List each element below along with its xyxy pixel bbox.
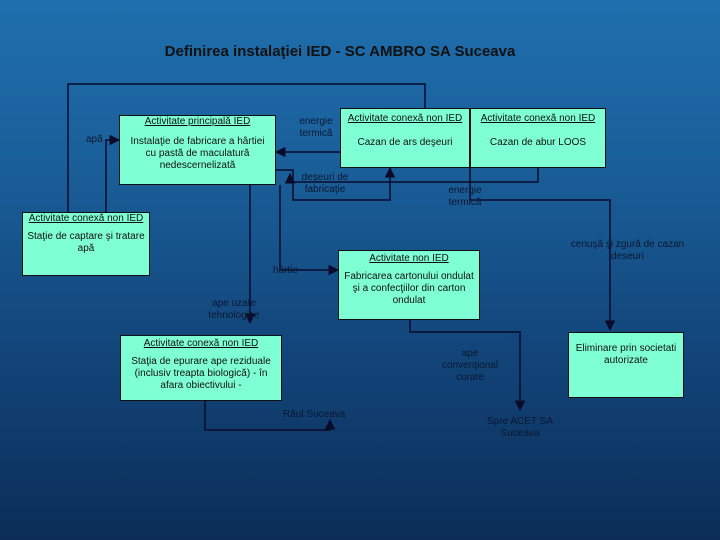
box-disposal: Eliminare prin societati autorizate <box>568 332 684 398</box>
waste-boiler-header: Activitate conexă non IED <box>347 113 463 124</box>
waste-boiler-body: Cazan de ars deşeuri <box>357 137 453 148</box>
box-treatment-station: Activitate conexă non IED Staţia de epur… <box>120 335 282 401</box>
disposal-body: Eliminare prin societati autorizate <box>575 343 677 366</box>
treatment-header: Activitate conexă non IED <box>143 338 259 349</box>
box-cardboard: Activitate non IED Fabricarea cartonului… <box>338 250 480 320</box>
connector-thermal-2 <box>284 166 539 184</box>
label-acet: Spre ACET SA Suceava <box>487 416 553 439</box>
connector-ash <box>469 168 616 332</box>
main-activity-header: Activitate principală IED <box>144 116 251 127</box>
box-main-activity: Activitate principală IED Instalaţie de … <box>119 115 276 185</box>
label-clean-water: ape convenţional curate <box>441 348 499 383</box>
connector-waste <box>276 166 396 201</box>
label-manufacturing-waste: deşeuri de fabricaţie <box>301 172 349 195</box>
loos-boiler-body: Cazan de abur LOOS <box>489 137 587 148</box>
box-waste-boiler: Activitate conexă non IED Cazan de ars d… <box>340 108 470 168</box>
cardboard-header: Activitate non IED <box>369 253 449 264</box>
box-water-station: Activitate conexă non IED Staţie de capt… <box>22 212 150 276</box>
water-station-body: Staţie de captare şi tratare apă <box>27 231 145 254</box>
label-thermal-energy-1: energie termică <box>299 116 333 139</box>
connector-clean-water <box>409 320 526 412</box>
connector-paper <box>279 185 340 276</box>
label-river: Râul Suceava <box>283 409 346 420</box>
main-activity-body: Instalaţie de fabricare a hârtiei cu pas… <box>130 136 265 171</box>
water-station-header: Activitate conexă non IED <box>28 213 144 224</box>
page-title: Definirea instalaţiei IED - SC AMBRO SA … <box>164 43 516 60</box>
connector-river <box>204 400 336 431</box>
label-process-water: ape uzate tehnologice <box>208 298 260 321</box>
label-ash-slag: cenuşă şi zgură de cazan deseuri <box>570 239 685 262</box>
loos-boiler-header: Activitate conexă non IED <box>480 113 596 124</box>
treatment-body: Staţia de epurare ape reziduale (inclusi… <box>131 356 271 391</box>
cardboard-body: Fabricarea cartonului ondulat şi a confe… <box>344 271 474 306</box>
connector-water <box>105 134 121 244</box>
label-water: apă <box>86 134 103 145</box>
label-thermal-energy-2: energie termică <box>448 185 482 208</box>
label-paper: hârtie <box>273 265 299 276</box>
box-loos-boiler: Activitate conexă non IED Cazan de abur … <box>470 108 606 168</box>
